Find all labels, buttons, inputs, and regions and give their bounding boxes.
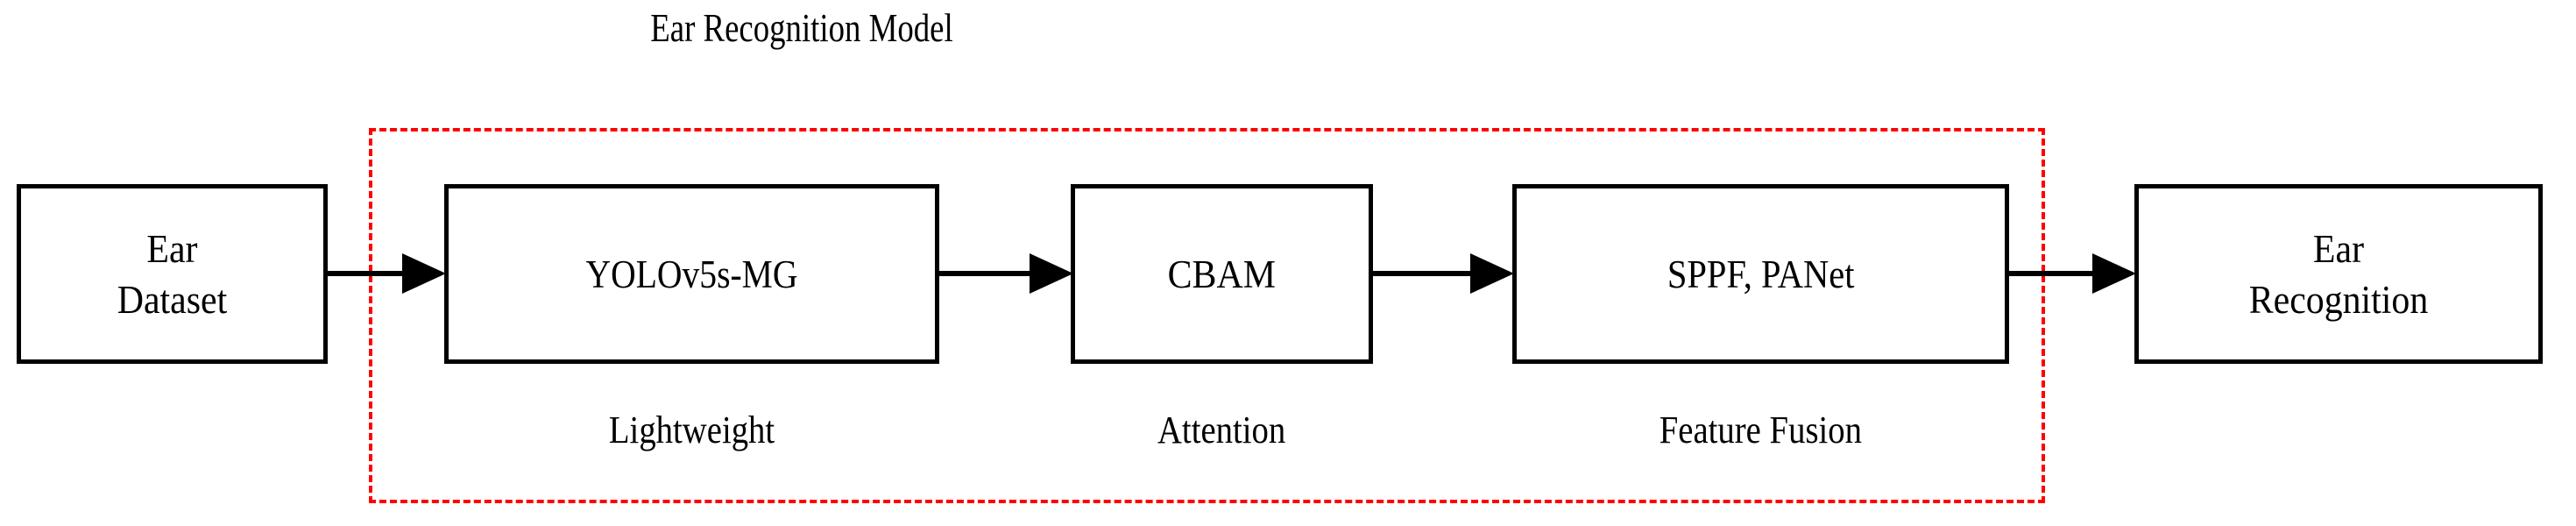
arrow-head [402, 253, 446, 294]
arrow-right-icon-yolo-to-cbam [938, 253, 1073, 294]
arrow-shaft [938, 271, 1036, 276]
arrow-shaft [2007, 271, 2099, 276]
box-ear-dataset-label: Ear Dataset [117, 226, 228, 322]
box-ear-recognition-label: Ear Recognition [2248, 226, 2429, 322]
box-sppf-panet-label: SPPF, PANet [1667, 252, 1855, 296]
caption-lightweight-label: Lightweight [608, 409, 775, 451]
arrow-head [1470, 253, 1514, 294]
caption-feature-fusion: Feature Fusion [1512, 409, 2009, 452]
caption-attention-label: Attention [1157, 409, 1286, 451]
box-ear-dataset[interactable]: Ear Dataset [17, 184, 328, 364]
arrow-shaft [326, 271, 409, 276]
caption-feature-fusion-label: Feature Fusion [1659, 409, 1863, 451]
box-sppf-panet[interactable]: SPPF, PANet [1512, 184, 2009, 364]
arrow-right-icon-sppf-to-recognition [2007, 253, 2136, 294]
diagram-title: Ear Recognition Model [650, 5, 953, 50]
box-cbam-label: CBAM [1167, 252, 1277, 296]
arrow-right-icon-cbam-to-sppf [1371, 253, 1514, 294]
arrow-head [2092, 253, 2136, 294]
box-cbam[interactable]: CBAM [1071, 184, 1373, 364]
caption-attention: Attention [1071, 409, 1373, 452]
box-yolov5s-mg[interactable]: YOLOv5s-MG [444, 184, 939, 364]
arrow-shaft [1371, 271, 1476, 276]
arrow-right-icon-dataset-to-yolo [326, 253, 446, 294]
arrow-head [1030, 253, 1073, 294]
box-yolov5s-mg-label: YOLOv5s-MG [585, 252, 798, 296]
ear-recognition-model-group-boundary [369, 128, 2045, 503]
caption-lightweight: Lightweight [444, 409, 939, 452]
box-ear-recognition[interactable]: Ear Recognition [2134, 184, 2543, 364]
